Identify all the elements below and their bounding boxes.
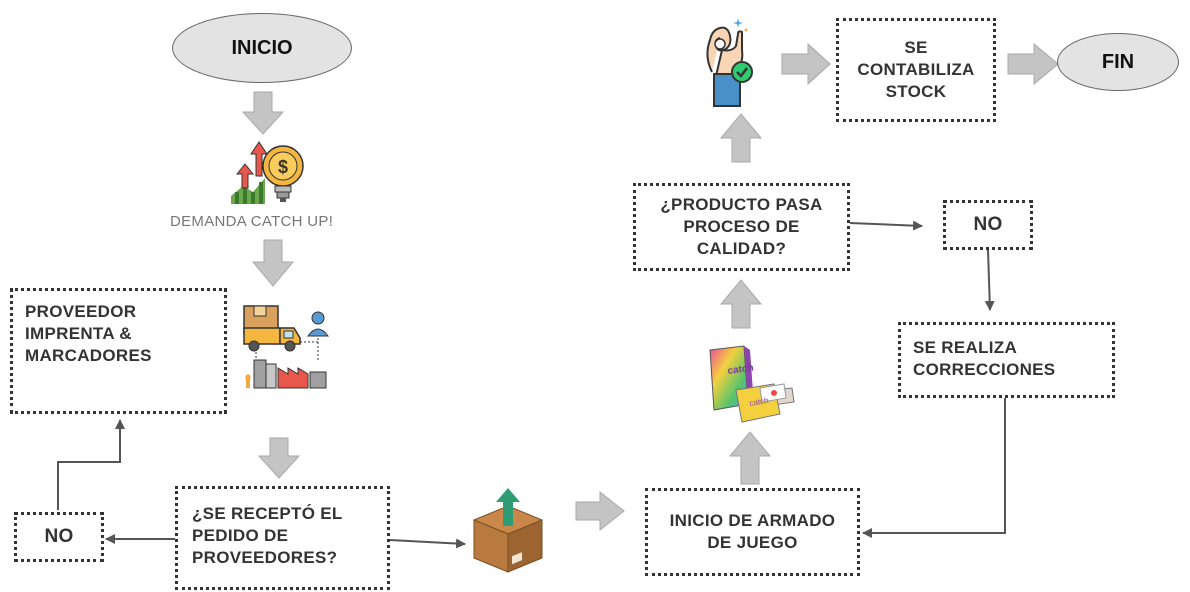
svg-text:catch: catch <box>727 362 754 377</box>
block-arrow-contabiliza-to-fin <box>1007 42 1059 86</box>
block-arrow-calidad-to-hand <box>719 113 763 163</box>
no-left-label: NO <box>44 526 74 547</box>
block-arrow-armado-to-cards <box>728 431 772 485</box>
block-arrow-inicio-to-demanda <box>241 91 285 135</box>
end-oval: FIN <box>1057 33 1179 91</box>
recepto-decision-box: ¿SE RECEPTÓ EL PEDIDO DE PROVEEDORES? <box>175 486 390 590</box>
no-right-box: NO <box>943 200 1033 250</box>
demand-chart-icon: $ <box>229 136 309 208</box>
demand-label: DEMANDA CATCH UP! <box>170 213 334 230</box>
block-arrow-hand-to-contabiliza <box>781 42 831 86</box>
line-calidad-to-no <box>849 220 923 231</box>
armado-box: INICIO DE ARMADO DE JUEGO <box>645 488 860 576</box>
line-correcciones-to-armado <box>862 398 1006 538</box>
svg-text:catch: catch <box>749 396 769 408</box>
line-no-to-correcciones <box>984 249 995 311</box>
supplier-truck-factory-icon <box>240 302 332 390</box>
line-no-to-proveedor <box>57 419 125 510</box>
recepto-label: ¿SE RECEPTÓ EL PEDIDO DE PROVEEDORES? <box>192 504 343 567</box>
no-right-label: NO <box>973 214 1003 235</box>
line-recepto-to-box <box>389 538 466 549</box>
correcciones-box: SE REALIZA CORRECCIONES <box>898 322 1115 398</box>
proveedor-label: PROVEEDOR IMPRENTA & MARCADORES <box>25 302 152 365</box>
contabiliza-label: SE CONTABILIZA STOCK <box>857 38 975 101</box>
card-game-icon: catch catch <box>704 344 798 424</box>
svg-text:$: $ <box>278 157 288 177</box>
block-arrow-supplier-to-recepto <box>257 437 301 479</box>
armado-label: INICIO DE ARMADO DE JUEGO <box>669 511 836 552</box>
calidad-decision-box: ¿PRODUCTO PASA PROCESO DE CALIDAD? <box>633 183 850 271</box>
block-arrow-cards-to-calidad <box>719 279 763 329</box>
no-left-box: NO <box>14 512 104 562</box>
ok-hand-check-icon <box>698 16 762 108</box>
contabiliza-box: SE CONTABILIZA STOCK <box>836 18 996 122</box>
block-arrow-demanda-to-supplier <box>251 239 295 287</box>
block-arrow-box-to-armado <box>575 490 625 532</box>
calidad-label: ¿PRODUCTO PASA PROCESO DE CALIDAD? <box>660 195 823 258</box>
proveedor-box: PROVEEDOR IMPRENTA & MARCADORES <box>10 288 227 414</box>
delivered-box-icon <box>468 486 548 574</box>
start-oval: INICIO <box>172 13 352 83</box>
correcciones-label: SE REALIZA CORRECCIONES <box>913 338 1056 379</box>
